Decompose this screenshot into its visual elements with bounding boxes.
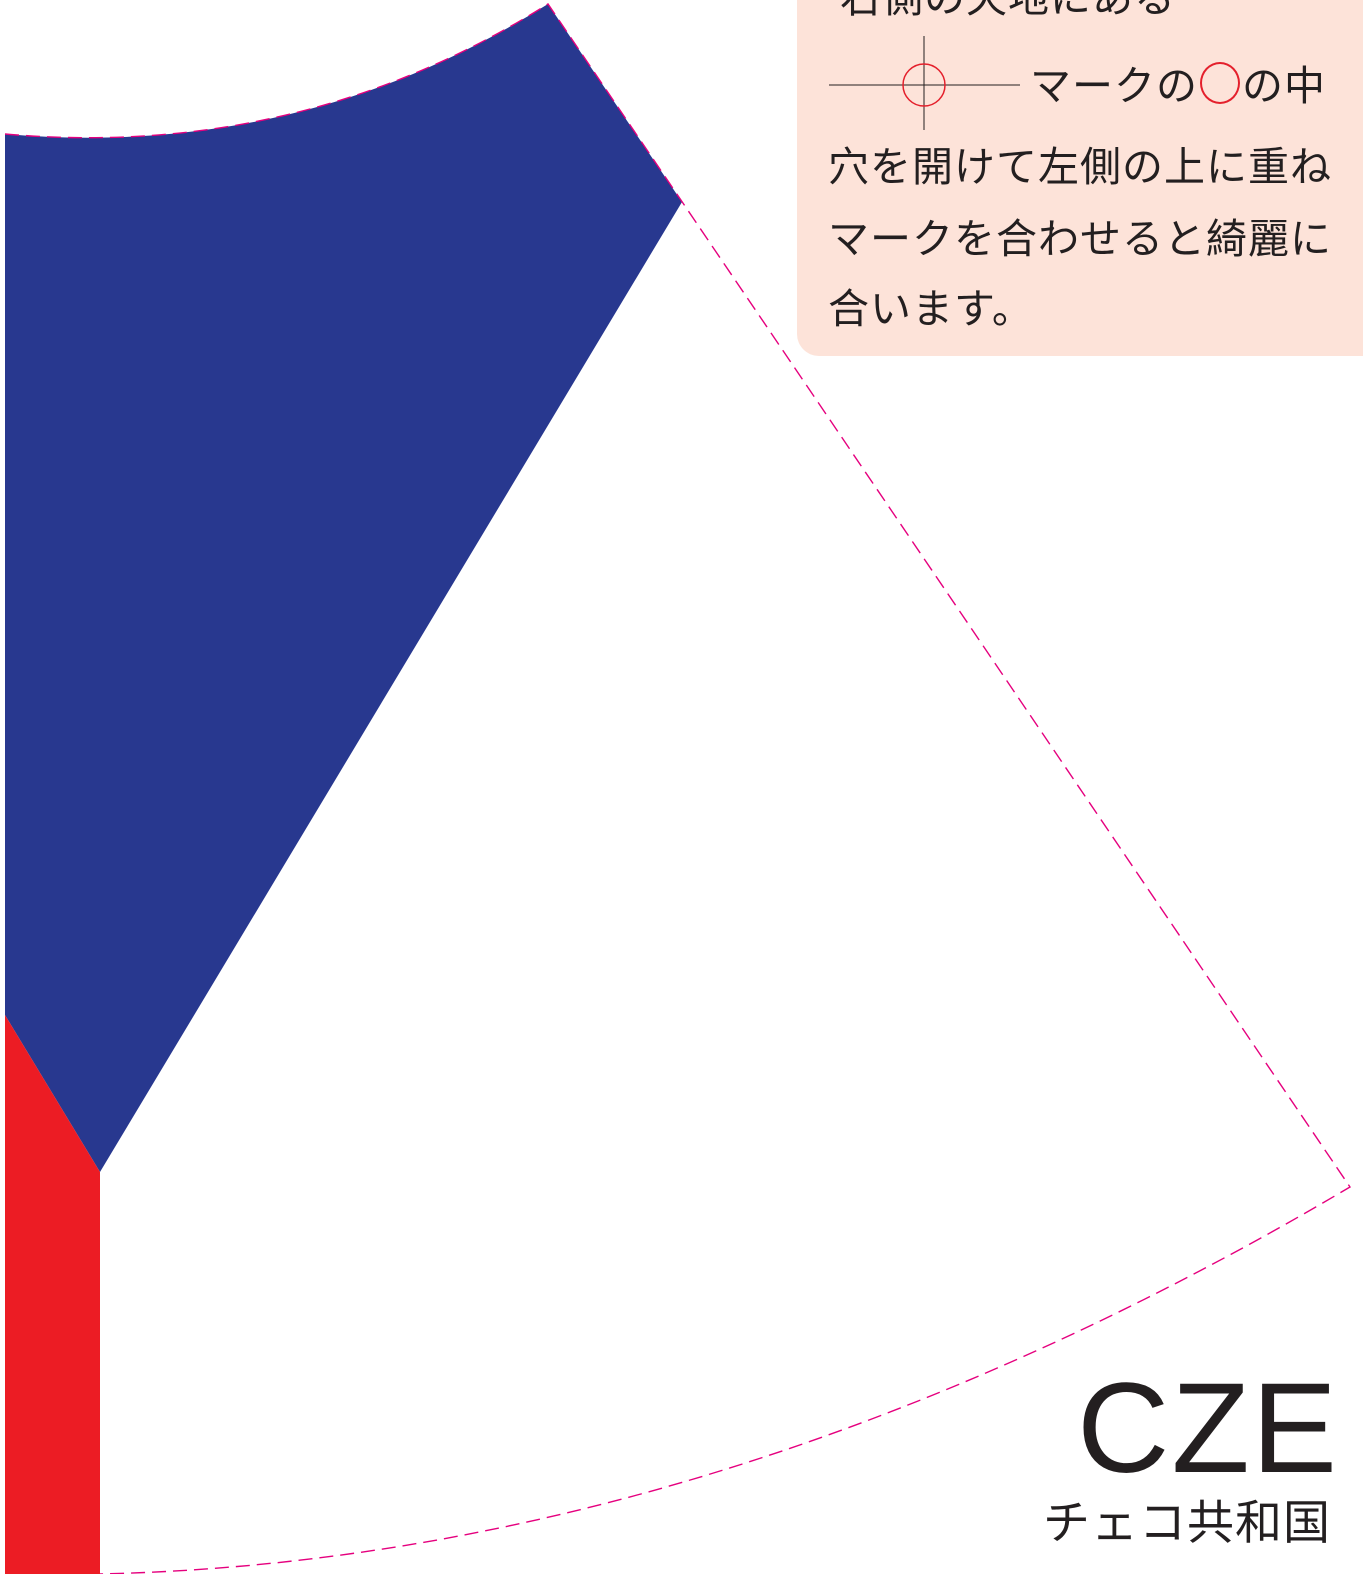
instruction-line-1: 右側の天地にある xyxy=(840,0,1176,19)
instruction-line-2-after: の中 xyxy=(1242,62,1326,110)
instruction-line-2: マークのの中 xyxy=(1030,62,1326,107)
crosshair-circle-icon xyxy=(829,36,1020,130)
instruction-line-5: 合います。 xyxy=(828,285,1034,333)
instruction-line-4: マークを合わせると綺麗に xyxy=(828,215,1332,263)
instruction-line-3: 穴を開けて左側の上に重ね xyxy=(828,143,1332,191)
country-name: チェコ共和国 xyxy=(1043,1496,1331,1551)
red-circle-icon xyxy=(1200,62,1240,104)
country-code: CZE xyxy=(1077,1357,1339,1500)
flag-blue-triangle xyxy=(5,4,682,1172)
flag-red-stripe xyxy=(5,1015,100,1574)
instruction-line-2-before: マークの xyxy=(1030,62,1198,110)
cut-line xyxy=(4,3,1351,1574)
